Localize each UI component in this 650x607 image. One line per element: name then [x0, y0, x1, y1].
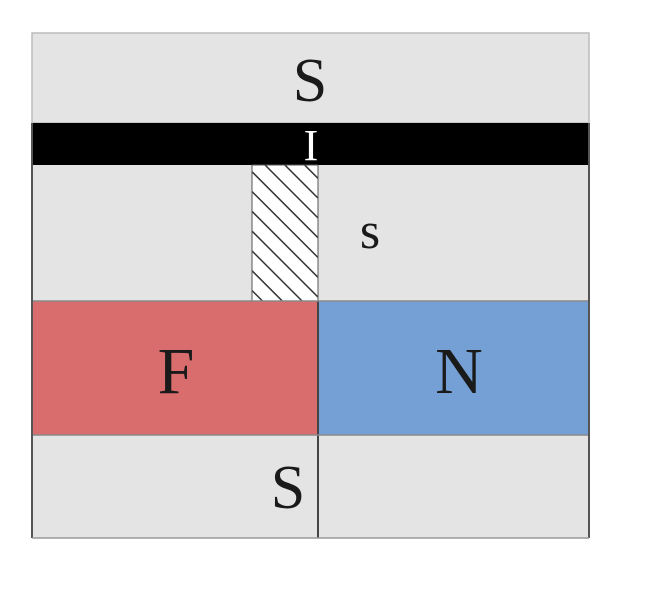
hatched-constriction	[251, 164, 319, 302]
bottom-superconductor-label: S	[271, 454, 305, 522]
normal-metal-label: N	[435, 335, 483, 408]
ferromagnet-layer	[32, 301, 318, 435]
bottom-superconductor-layer	[32, 435, 589, 538]
insulator-layer	[32, 123, 589, 165]
normal-metal-layer	[318, 301, 589, 435]
top-superconductor-layer	[31, 32, 590, 124]
top-superconductor-label: S	[293, 47, 327, 115]
small-s-label: s	[360, 203, 380, 260]
insulator-label: I	[304, 121, 319, 170]
ferromagnet-label: F	[158, 335, 195, 408]
